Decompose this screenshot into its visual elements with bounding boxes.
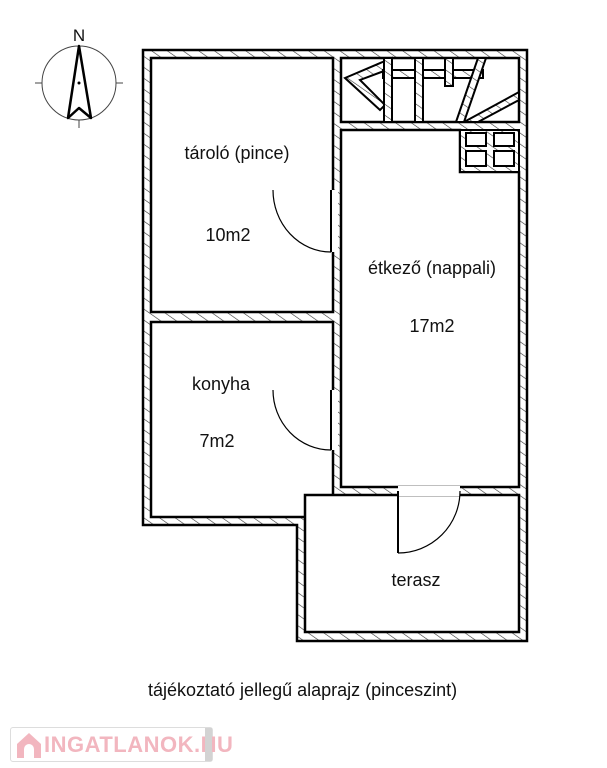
room-taroló xyxy=(149,56,335,314)
watermark-logo: INGATLANOK.HU xyxy=(10,727,233,762)
room-terasz xyxy=(303,493,521,634)
door-konyha xyxy=(272,389,338,451)
room-konyha xyxy=(149,320,335,519)
house-icon xyxy=(17,733,41,758)
room-area-konyha: 7m2 xyxy=(199,431,235,451)
door-terasz xyxy=(397,486,461,554)
room-label-terasz: terasz xyxy=(391,570,441,590)
staircase xyxy=(339,56,521,173)
room-area-etkezo: 17m2 xyxy=(409,316,455,336)
north-compass-icon xyxy=(35,44,123,128)
room-label-taroló: tároló (pince) xyxy=(184,143,290,163)
room-etkezo xyxy=(339,128,521,489)
room-area-taroló: 10m2 xyxy=(205,225,251,245)
north-label: N xyxy=(72,26,86,45)
room-label-konyha: konyha xyxy=(191,374,251,394)
room-label-etkezo: étkező (nappali) xyxy=(367,258,497,278)
door-taroló xyxy=(272,189,338,253)
watermark-text: INGATLANOK.HU xyxy=(44,732,234,757)
plan-caption: tájékoztató jellegű alaprajz (pinceszint… xyxy=(148,680,458,700)
